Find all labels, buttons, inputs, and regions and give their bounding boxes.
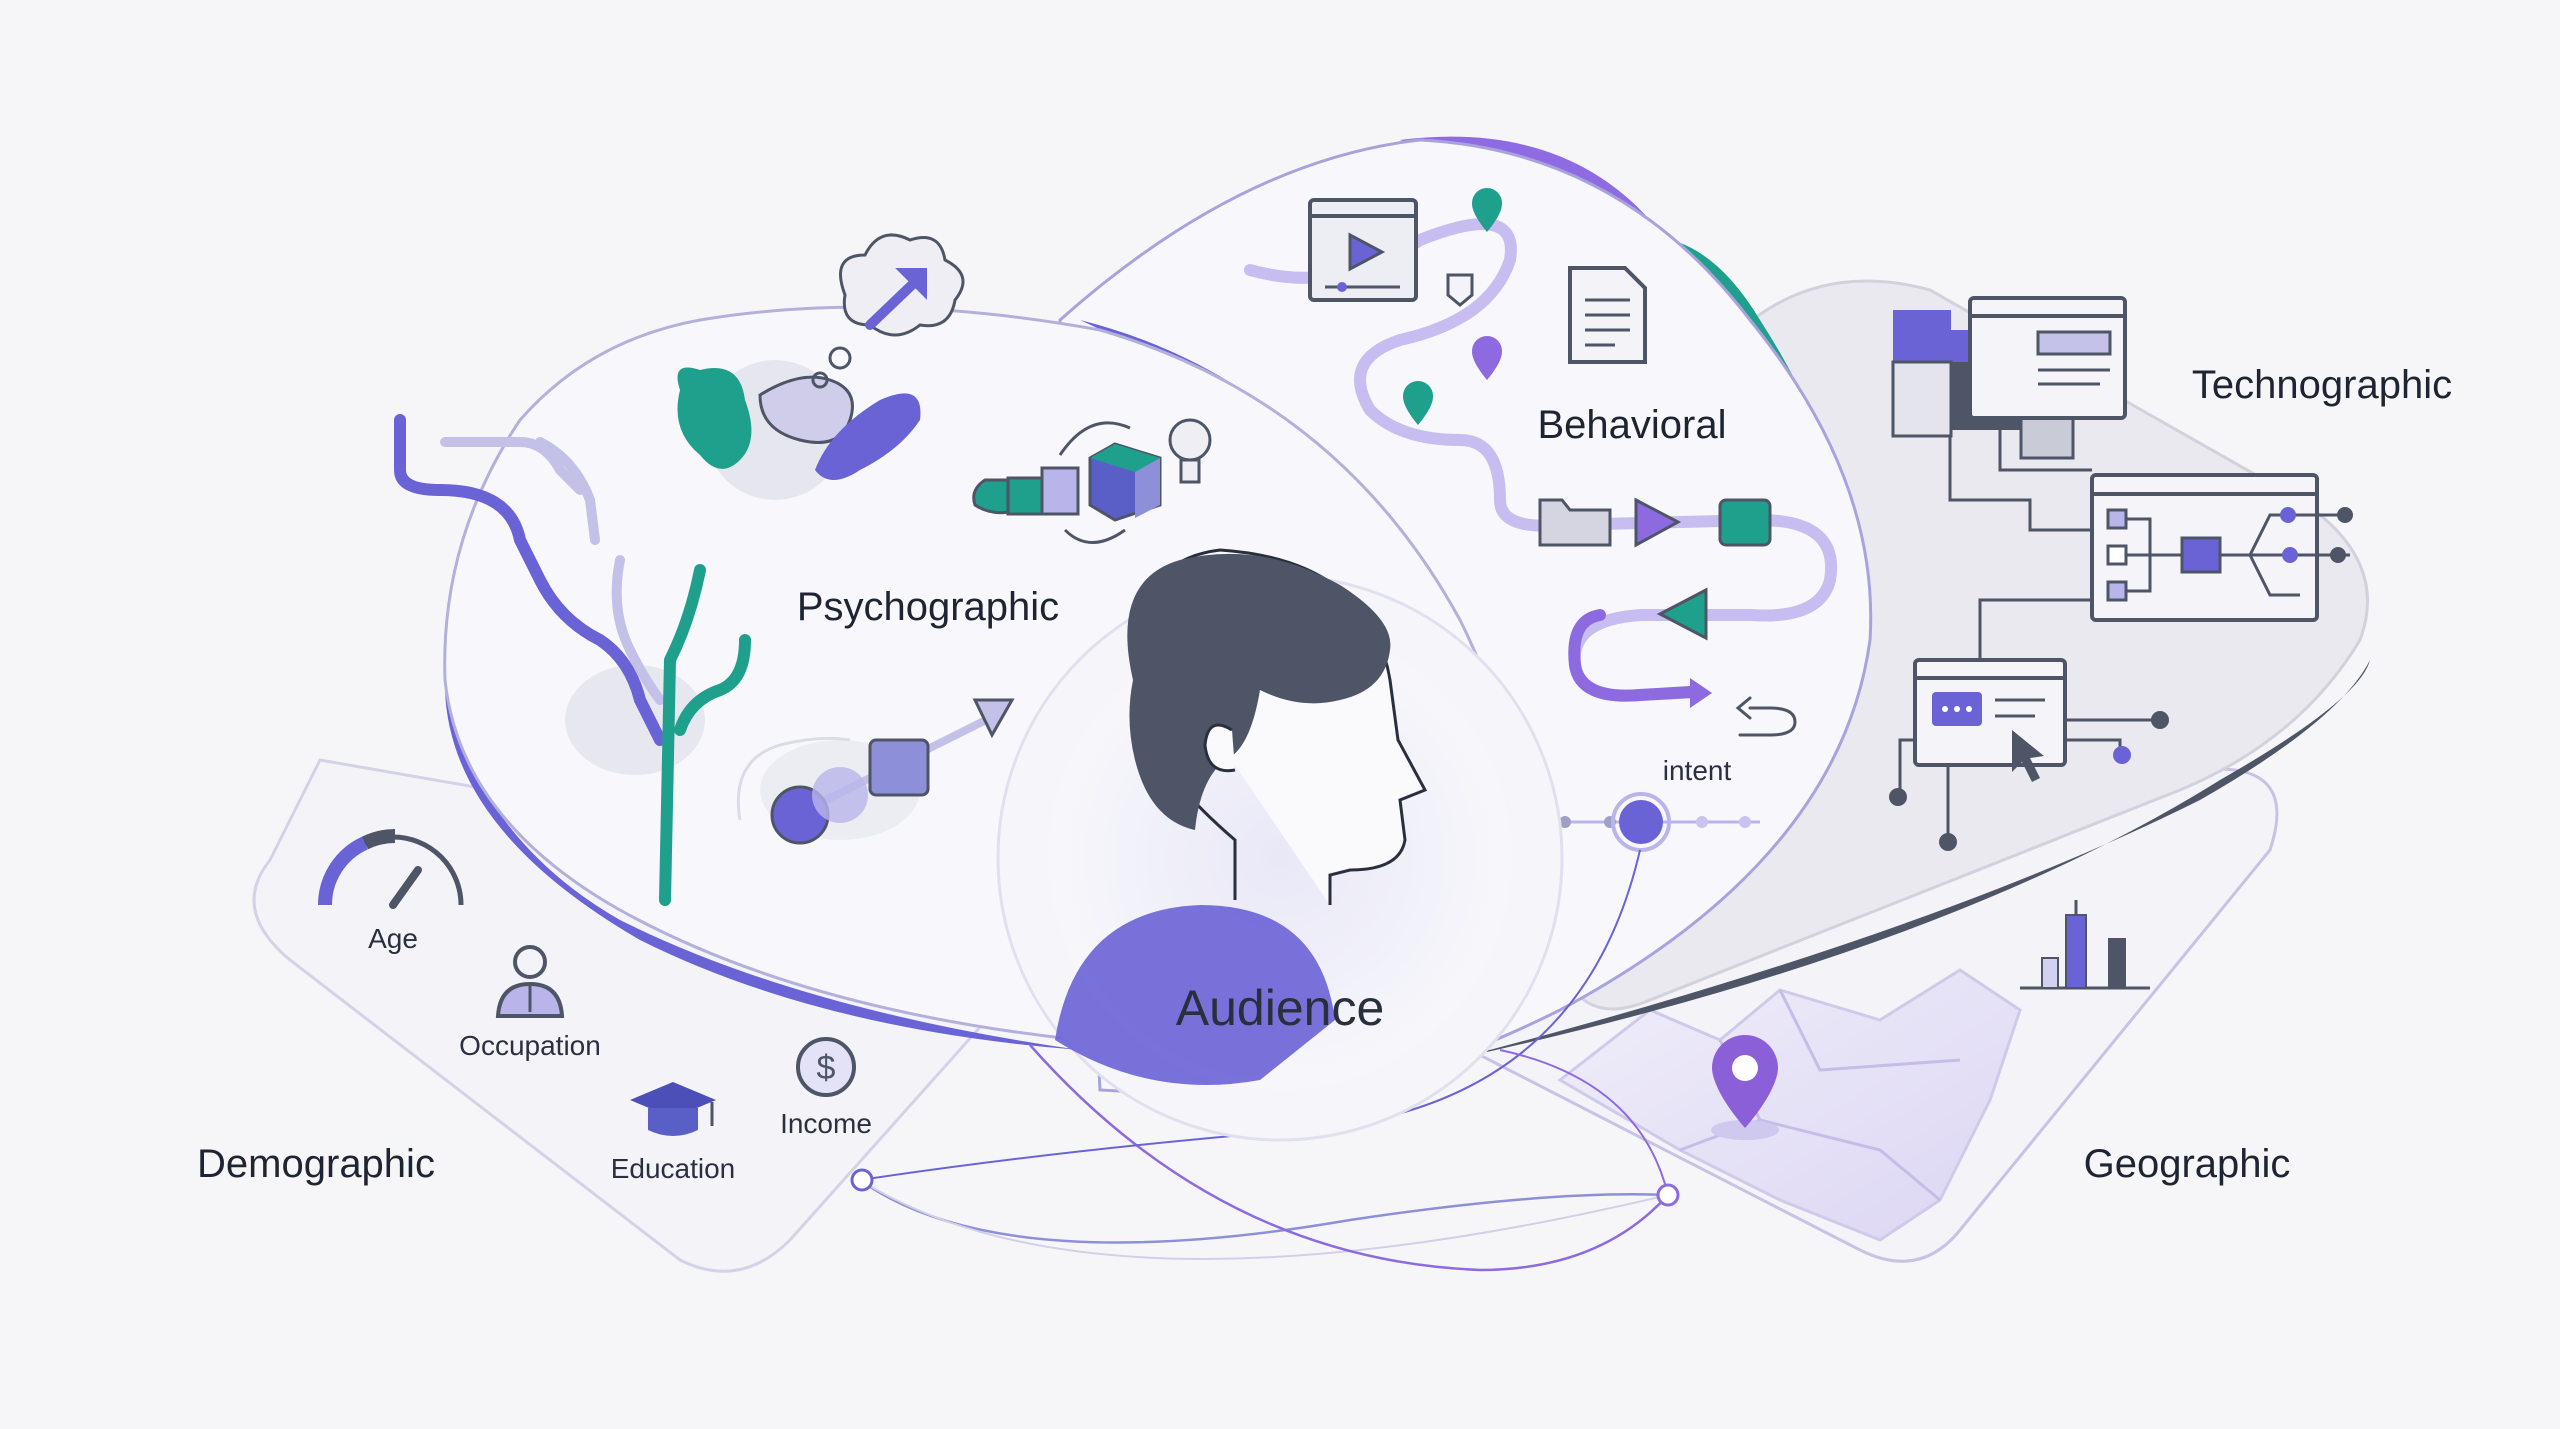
person-profile-icon bbox=[1055, 548, 1428, 1085]
location-pin-icon bbox=[1711, 1035, 1779, 1140]
dollar-coin-icon: $ bbox=[796, 1037, 856, 1097]
play-arrow-icon bbox=[1634, 497, 1682, 548]
chat-window-icon bbox=[1913, 658, 2067, 782]
connector-node-right bbox=[1656, 1183, 1680, 1207]
undo-arrow-icon bbox=[1735, 696, 1797, 737]
person-briefcase-icon bbox=[495, 945, 565, 1018]
tree-branches-icon bbox=[394, 414, 751, 906]
graduation-cap-icon bbox=[630, 1082, 716, 1136]
lightbulb-icon bbox=[1168, 418, 1212, 484]
video-player-icon bbox=[1308, 198, 1418, 302]
stop-block-icon bbox=[1718, 498, 1772, 547]
behavioral-label: Behavioral bbox=[1537, 403, 1726, 447]
workflow-window-icon bbox=[2090, 473, 2353, 622]
gauge-icon bbox=[318, 829, 464, 909]
bar-chart-icon bbox=[2020, 900, 2150, 990]
map-pin-teal-icon bbox=[1403, 188, 1502, 425]
education-label: Education bbox=[611, 1153, 736, 1184]
journey-route bbox=[1244, 218, 1838, 702]
flag-icon bbox=[1446, 273, 1474, 307]
svg-text:$: $ bbox=[817, 1049, 836, 1087]
geographic-label: Geographic bbox=[2084, 1142, 2291, 1186]
audience-center: Audience bbox=[996, 548, 1564, 1142]
psychographic-label: Psychographic bbox=[797, 585, 1059, 629]
technographic-label: Technographic bbox=[2192, 363, 2452, 407]
rewind-arrow-icon bbox=[1656, 587, 1708, 641]
route-arrow bbox=[1690, 678, 1712, 708]
browser-window-icon bbox=[1968, 296, 2127, 420]
map-pin-violet-icon bbox=[1472, 336, 1502, 380]
connector-node-left bbox=[850, 1168, 874, 1192]
behavioral-panel: Behavioral intent bbox=[1058, 136, 1873, 1102]
age-label: Age bbox=[368, 923, 418, 954]
motion-arrow-icon bbox=[736, 698, 1015, 845]
intent-label: intent bbox=[1663, 755, 1732, 786]
thought-bubble-icon bbox=[677, 233, 965, 500]
folder-icon bbox=[1538, 498, 1612, 547]
building-blocks-icon bbox=[972, 418, 1212, 544]
demographic-label: Demographic bbox=[197, 1142, 435, 1186]
document-icon bbox=[1568, 266, 1647, 364]
connector-nodes bbox=[1889, 711, 2169, 851]
audience-label: Audience bbox=[1176, 980, 1385, 1036]
route-highlight bbox=[1568, 609, 1696, 702]
income-label: Income bbox=[780, 1108, 872, 1139]
occupation-label: Occupation bbox=[459, 1030, 601, 1061]
